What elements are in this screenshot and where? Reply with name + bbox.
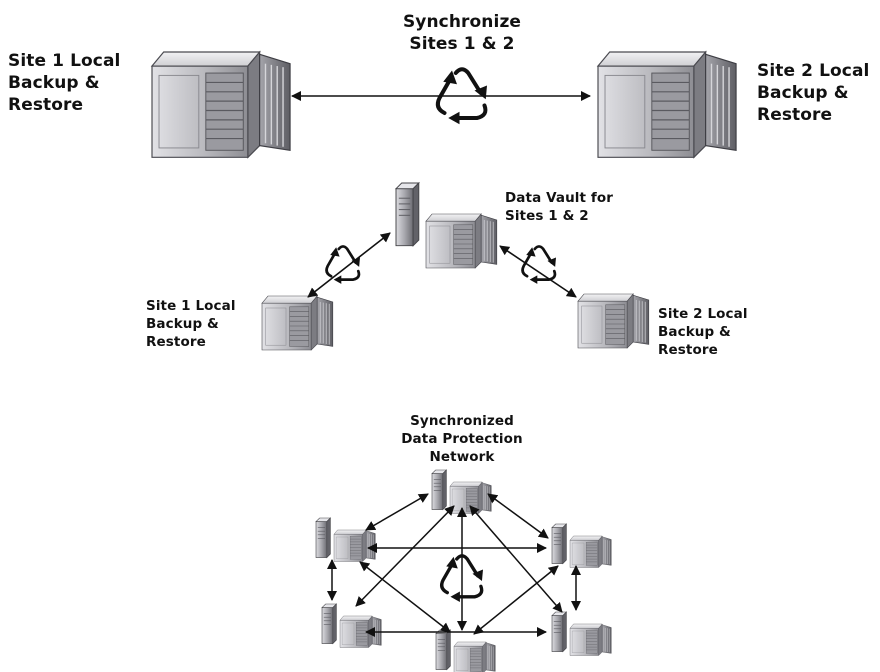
panel3-network-label: Synchronized Data Protection Network	[401, 413, 523, 465]
network-node-bottom	[435, 629, 496, 672]
network-node-right	[551, 523, 612, 568]
panel-site-sync	[151, 51, 737, 159]
panel2-site2-label: Site 2 Local Backup & Restore	[658, 306, 748, 358]
network-node-left	[315, 517, 376, 562]
network-links	[327, 493, 581, 637]
panel-data-vault	[261, 182, 650, 351]
network-node-top	[431, 469, 492, 514]
panel1-sync-label: Synchronize Sites 1 & 2	[402, 12, 522, 54]
panel2-site1-label: Site 1 Local Backup & Restore	[146, 298, 236, 350]
panel-protection-network	[315, 469, 612, 672]
vault-site2-arrow	[499, 245, 577, 298]
site1-small-server-icon	[261, 295, 334, 351]
vault-site1-arrow	[307, 232, 391, 298]
site2-small-server-icon	[577, 293, 650, 349]
panel1-site1-label: Site 1 Local Backup & Restore	[8, 51, 121, 115]
vault-tower-icon	[395, 182, 420, 247]
vault-server-icon	[425, 213, 498, 269]
site2-server-icon	[597, 51, 737, 159]
panel2-vault-label: Data Vault for Sites 1 & 2	[505, 190, 613, 224]
network-node-bottom-left	[321, 603, 382, 648]
panel1-site2-label: Site 2 Local Backup & Restore	[757, 61, 870, 125]
site1-server-icon	[151, 51, 291, 159]
network-node-bottom-right	[551, 611, 612, 656]
